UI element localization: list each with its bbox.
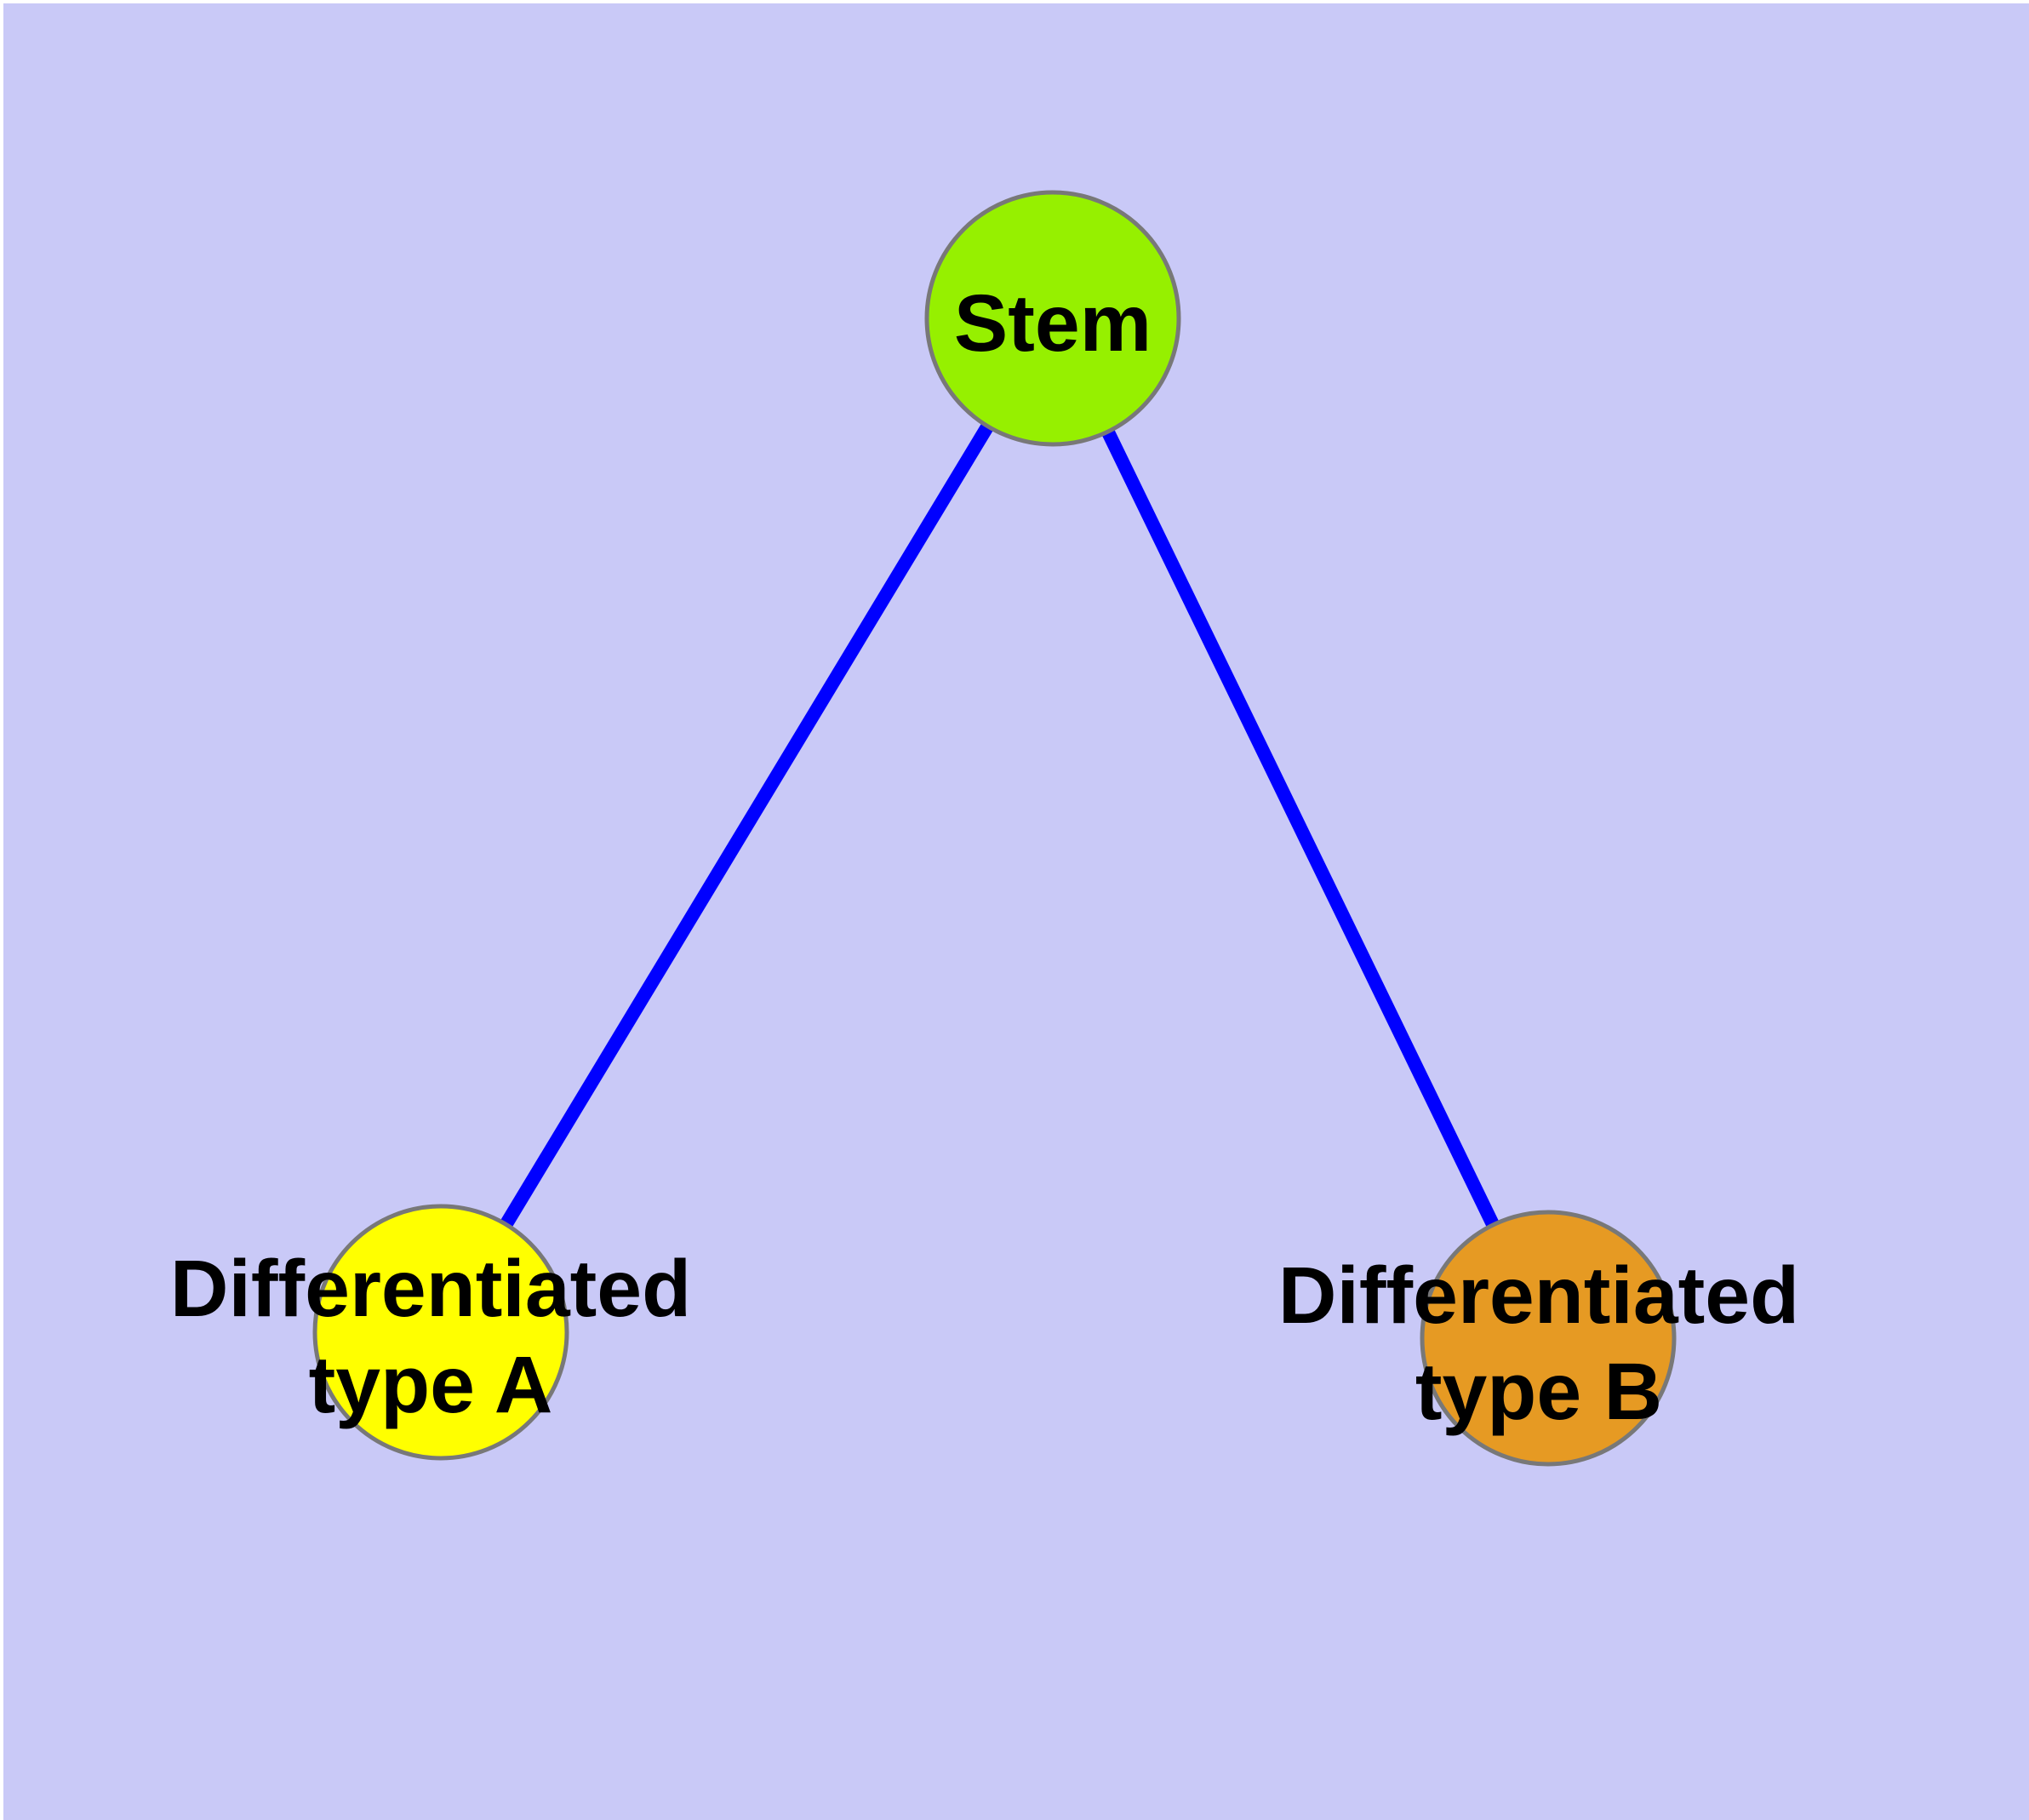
node-stem [924, 190, 1181, 447]
edge-stem-to-type-a [435, 314, 1059, 1336]
node-type-a-label-line2: type A [309, 1340, 553, 1430]
node-type-a-label-line1: Differentiated [170, 1244, 691, 1334]
node-type-b-label-line2: type B [1415, 1347, 1662, 1437]
edge-stem-to-type-b [1046, 315, 1555, 1342]
node-differentiated-type-a [312, 1204, 569, 1461]
node-stem-label: Stem [954, 278, 1152, 369]
node-differentiated-type-b [1420, 1210, 1677, 1467]
node-type-b-label-line1: Differentiated [1278, 1251, 1799, 1341]
